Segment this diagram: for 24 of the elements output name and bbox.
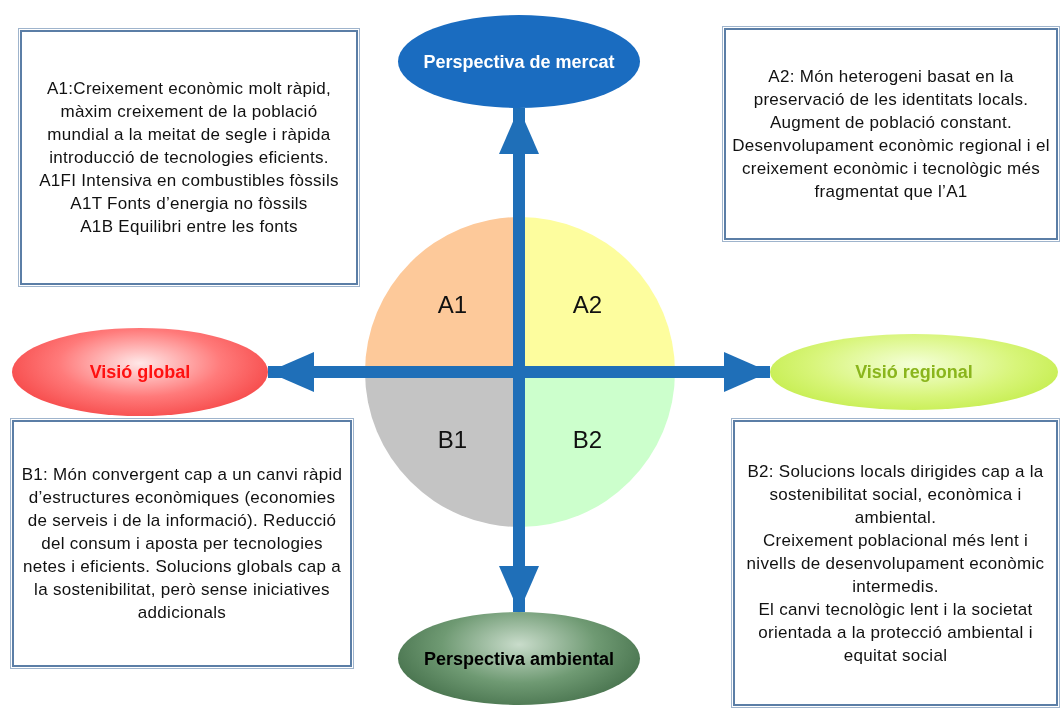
description-box — [12, 420, 352, 667]
description-box — [733, 420, 1058, 706]
description-text: B2: Solucions locals dirigides cap a la sostenibilitat social, econòmica i ambiental. — [746, 460, 1045, 529]
description-text: A1T Fonts d’energia no fòssils — [69, 193, 309, 215]
description-text: Desenvolupament econòmic regional i el creixement econòmic i tecnològic més fragmentat que l’A1 — [732, 135, 1050, 203]
quadrant-label: A1 — [437, 290, 468, 319]
quadrant-label: B2 — [572, 425, 603, 454]
description-text: A2: Món heterogeni basat en la preservació de les identitats locals. Augment de població constant. — [752, 66, 1030, 134]
ellipse-label: Visió global — [89, 361, 191, 383]
description-box — [724, 28, 1058, 240]
ellipse-label: Perspectiva de mercat — [423, 50, 615, 73]
quadrant-label: A2 — [572, 290, 603, 319]
description-text: A1:Creixement econòmic molt ràpid, màxim creixement de la població mundial a la meitat de segle i ràpida introducció de tecnologies eficients. — [45, 78, 333, 169]
ellipse-label: Perspectiva ambiental — [423, 647, 615, 670]
description-text: Creixement poblacional més lent i nivells de desenvolupament econòmic intermedis. — [745, 529, 1046, 598]
ellipse-label: Visió regional — [855, 361, 973, 383]
arrow — [268, 352, 770, 392]
description-text: A1FI Intensiva en combustibles fòssils — [38, 170, 340, 192]
description-text: A1B Equilibri entre les fonts — [79, 216, 299, 238]
quadrant-label: B1 — [437, 425, 468, 454]
description-text: B1: Món convergent cap a un canvi ràpid d’estructures econòmiques (economies de serveis i de la informació). Reducció del consum i aposta per tecnologies netes i eficients. Solucions globals cap a la sostenibilitat, però sense iniciatives addicionals — [20, 464, 344, 624]
description-box — [20, 30, 358, 285]
description-text: El canvi tecnològic lent i la societat orientada a la protecció ambiental i equitat social — [757, 598, 1034, 667]
arrow — [499, 108, 539, 612]
